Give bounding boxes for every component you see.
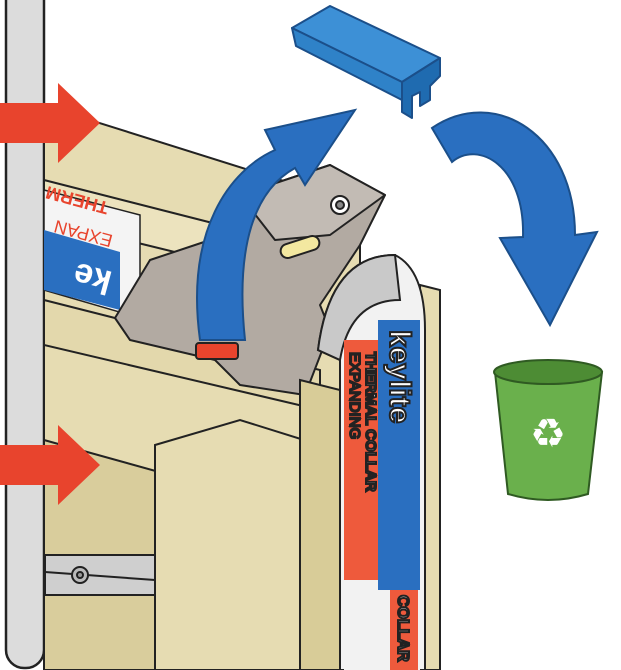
blue-clip <box>292 6 440 118</box>
wall-panel <box>6 0 44 668</box>
collar-line1: EXPANDING <box>346 352 363 439</box>
collar-short-text: COLLAR <box>394 595 411 662</box>
recycle-icon: ♻ <box>530 411 566 457</box>
collar-line2: THERMAL COLLAR <box>362 352 379 492</box>
collar-brand-text: keylite <box>383 330 416 423</box>
blue-arrow-down <box>432 113 597 325</box>
recycle-bin: ♻ <box>494 360 602 500</box>
